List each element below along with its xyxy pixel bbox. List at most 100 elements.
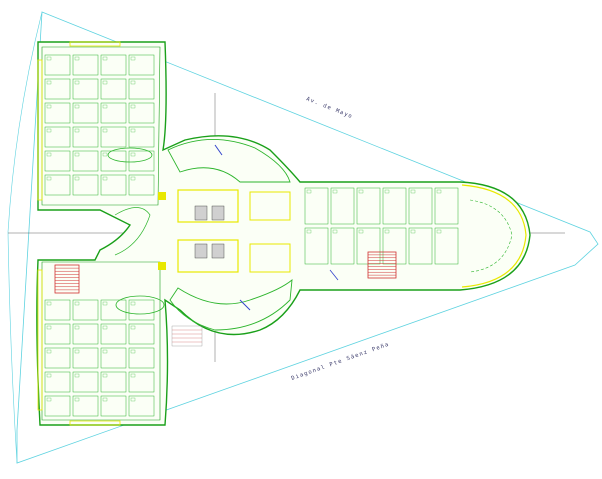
workstation [100, 174, 127, 196]
reception-desk-north [107, 147, 153, 163]
workstation [330, 227, 355, 265]
workstation [128, 126, 155, 148]
workstation [44, 299, 71, 321]
workstation-chair [130, 176, 136, 181]
workstation-chair [130, 301, 136, 306]
workstation [408, 227, 433, 265]
workstation-chair [102, 176, 108, 181]
glazing-mark-3 [329, 269, 339, 281]
legend-box [171, 325, 203, 347]
office-wing-south [37, 269, 155, 426]
workstation [72, 299, 99, 321]
workstation-chair [102, 80, 108, 85]
workstation-chair [74, 128, 80, 133]
workstation [128, 150, 155, 172]
north-lounge [167, 139, 291, 183]
glazing-mark-2 [239, 299, 251, 311]
workstation-chair [436, 229, 442, 234]
workstation [72, 174, 99, 196]
workstation [44, 347, 71, 369]
workstation-chair [74, 325, 80, 330]
workstation [128, 347, 155, 369]
workstation-chair [102, 301, 108, 306]
facade-strip [69, 41, 121, 47]
building-outline [36, 41, 531, 426]
workstation-chair [410, 229, 416, 234]
glazing-mark-1 [214, 144, 223, 156]
workstation [44, 102, 71, 124]
workstation-chair [102, 104, 108, 109]
workstation-chair [46, 56, 52, 61]
yellow-column-west-bottom [158, 262, 166, 270]
elevator-core-south [177, 239, 291, 273]
workstation-chair [358, 189, 364, 194]
workstation [72, 126, 99, 148]
workstation [100, 126, 127, 148]
workstation [44, 395, 71, 417]
workstation-chair [130, 104, 136, 109]
workstation-chair [46, 128, 52, 133]
workstation-chair [102, 56, 108, 61]
facade-strip [37, 269, 43, 411]
workstation-chair [102, 152, 108, 157]
workstation-chair [46, 397, 52, 402]
reception-desk-south [115, 295, 165, 315]
workstation [128, 323, 155, 345]
workstation-chair [332, 189, 338, 194]
workstation-chair [130, 349, 136, 354]
workstation [72, 347, 99, 369]
east-end-furniture [469, 199, 513, 273]
workstation-chair [46, 301, 52, 306]
workstation [434, 187, 459, 225]
workstation [128, 174, 155, 196]
workstation [44, 371, 71, 393]
workstation-chair [130, 373, 136, 378]
workstation [128, 371, 155, 393]
workstation-chair [74, 176, 80, 181]
workstation-chair [74, 56, 80, 61]
workstation [434, 227, 459, 265]
workstation-chair [74, 301, 80, 306]
workstation-chair [384, 229, 390, 234]
workstation [44, 323, 71, 345]
yellow-column-west-top [158, 192, 166, 200]
elevator-core-north [177, 189, 291, 223]
workstation [100, 299, 127, 321]
south-lounge [169, 278, 293, 331]
workstation [128, 395, 155, 417]
workstation-chair [306, 229, 312, 234]
workstation-chair [130, 56, 136, 61]
workstation [128, 78, 155, 100]
office-wing-north [37, 41, 155, 201]
workstation [72, 54, 99, 76]
workstation [100, 395, 127, 417]
workstation-chair [102, 373, 108, 378]
workstation-chair [130, 80, 136, 85]
lobby-curve [114, 207, 151, 256]
workstation [304, 227, 329, 265]
facade-strip [69, 420, 121, 426]
site-boundary [16, 11, 599, 464]
workstation [330, 187, 355, 225]
workstation [128, 102, 155, 124]
workstation-chair [74, 80, 80, 85]
workstation [72, 78, 99, 100]
workstation-chair [102, 128, 108, 133]
site-arc-left [7, 11, 43, 464]
stair-east [367, 251, 397, 279]
workstation-chair [130, 325, 136, 330]
workstation [382, 187, 407, 225]
workstation [304, 187, 329, 225]
stair-west-box [54, 264, 80, 294]
workstation-chair [130, 152, 136, 157]
workstation [128, 54, 155, 76]
east-end-curve [461, 184, 527, 288]
workstation-chair [436, 189, 442, 194]
workstation [72, 371, 99, 393]
workstation [100, 78, 127, 100]
workstation [356, 227, 381, 265]
workstation-chair [74, 349, 80, 354]
stair-east-box [367, 251, 397, 279]
workstation [100, 347, 127, 369]
